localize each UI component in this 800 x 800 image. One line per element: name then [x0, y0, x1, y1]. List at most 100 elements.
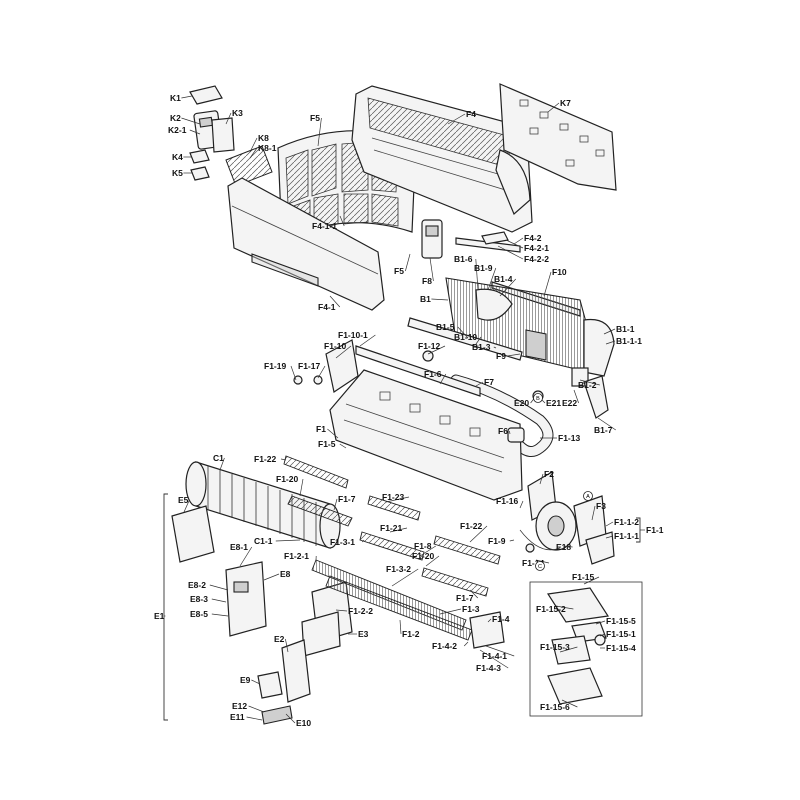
- part-label-b1: B1: [420, 294, 431, 304]
- leader-line: [579, 379, 600, 386]
- part-label-f1-17: F1-17: [298, 361, 320, 371]
- part-label-c1: C1: [213, 453, 224, 463]
- part-label-e8-1: E8-1: [230, 542, 248, 552]
- part-label-f4-1: F4-1: [318, 302, 336, 312]
- electrical-box-cover-part: [171, 505, 215, 563]
- leader-line: [333, 498, 338, 511]
- leader-line: [425, 555, 440, 567]
- part-label-f1-12: F1-12: [418, 341, 440, 351]
- leader-line: [487, 267, 497, 291]
- part-label-b1-1: B1-1: [616, 324, 635, 334]
- part-label-f1-19: F1-19: [264, 361, 286, 371]
- part-label-f2: F2: [544, 469, 554, 479]
- part-label-f1-21: F1-21: [380, 523, 402, 533]
- leader-line: [429, 257, 434, 282]
- part-label-f1-2-2: F1-2-2: [348, 606, 373, 616]
- part-label-f1-13: F1-13: [558, 433, 580, 443]
- part-label-f1-15-2: F1-15-2: [536, 604, 566, 614]
- leader-line: [561, 699, 578, 708]
- part-label-e8-3: E8-3: [190, 594, 208, 604]
- leader-line: [573, 389, 579, 404]
- part-label-f1-15-1: F1-15-1: [606, 629, 636, 639]
- leader-line: [513, 237, 524, 245]
- part-label-k5: K5: [172, 168, 183, 178]
- leader-line: [439, 608, 462, 615]
- part-label-b1-1-1: B1-1-1: [616, 336, 642, 346]
- leader-line: [327, 428, 339, 439]
- leader-line: [299, 478, 304, 497]
- leader-line: [275, 539, 301, 542]
- leader-line: [385, 496, 410, 503]
- leader-line: [427, 345, 446, 355]
- part-label-e2: E2: [274, 634, 285, 644]
- drain-strip-part: [407, 317, 523, 361]
- leader-line: [439, 373, 447, 385]
- leader-line: [559, 646, 578, 653]
- part-label-f1-1-2: F1-1-2: [614, 517, 639, 527]
- leader-line: [499, 278, 517, 297]
- terminal-block-part: [257, 639, 311, 725]
- part-label-c1-1: C1-1: [254, 536, 273, 546]
- leader-line: [431, 298, 449, 301]
- leader-line: [475, 381, 484, 387]
- drain-pan-strip-part: [311, 559, 473, 641]
- leader-line: [605, 521, 614, 527]
- part-label-f1-2: F1-2: [402, 629, 420, 639]
- leader-line: [493, 346, 497, 349]
- side-bracket-part: [293, 339, 434, 393]
- part-label-e5: E5: [178, 495, 189, 505]
- part-label-f3: F3: [596, 501, 606, 511]
- leader-line: [211, 598, 227, 603]
- louver-blade-part: [355, 345, 481, 397]
- part-label-f1-5: F1-5: [318, 439, 336, 449]
- leader-line: [225, 112, 232, 125]
- leader-line: [547, 102, 560, 113]
- leader-line: [605, 535, 614, 539]
- leader-line: [389, 527, 408, 533]
- leader-lines: [164, 95, 645, 724]
- mounting-plate-part: [499, 83, 617, 191]
- part-label-f1-3-2: F1-3-2: [386, 564, 411, 574]
- part-label-f1-1: F1-1: [646, 525, 664, 535]
- leader-line: [317, 117, 322, 147]
- part-label-f1-15-4: F1-15-4: [606, 643, 636, 653]
- part-label-f5b: F5: [394, 266, 404, 276]
- part-label-k2-1: K2-1: [168, 125, 187, 135]
- part-label-f6: F6: [498, 426, 508, 436]
- leader-line: [599, 633, 606, 637]
- battery-part: [189, 149, 210, 181]
- part-label-f4-2: F4-2: [524, 233, 542, 243]
- leader-line: [535, 559, 550, 564]
- leader-line: [497, 245, 524, 260]
- leader-line: [475, 258, 479, 291]
- part-label-f1-8: F1-8: [414, 541, 432, 551]
- fan-motor-part: [525, 471, 615, 565]
- leader-line: [339, 443, 347, 449]
- part-label-e1: E1: [154, 611, 165, 621]
- leader-line: [603, 328, 616, 335]
- part-label-f1-4: F1-4: [492, 614, 510, 624]
- leader-line: [181, 117, 201, 125]
- part-label-f1: F1: [316, 424, 326, 434]
- leader-line: [251, 679, 261, 685]
- pipe-fittings-part: [532, 367, 609, 419]
- leader-line: [539, 473, 544, 485]
- motor-wire-part: [519, 529, 561, 551]
- part-label-k8: K8: [258, 133, 269, 143]
- part-label-f1-7b: F1-7: [456, 593, 474, 603]
- callout-letter-b: B: [536, 396, 540, 402]
- part-label-f1-15-5: F1-15-5: [606, 616, 636, 626]
- part-label-f4-1-1: F4-1-1: [312, 221, 337, 231]
- leader-line: [246, 716, 263, 721]
- part-label-f4: F4: [466, 109, 476, 119]
- side-cover-part: [469, 611, 505, 649]
- part-label-k8-1: K8-1: [258, 143, 277, 153]
- part-label-b1-6: B1-6: [454, 254, 473, 264]
- part-label-b1-10: B1-10: [454, 332, 477, 342]
- part-label-b1-3: B1-3: [472, 342, 491, 352]
- remote-holder-part: [211, 117, 235, 153]
- display-panel-part: [421, 219, 443, 259]
- callout-markers: ABC: [533, 393, 593, 571]
- part-label-f5a: F5: [310, 113, 320, 123]
- part-label-f1-10-1: F1-10-1: [338, 330, 368, 340]
